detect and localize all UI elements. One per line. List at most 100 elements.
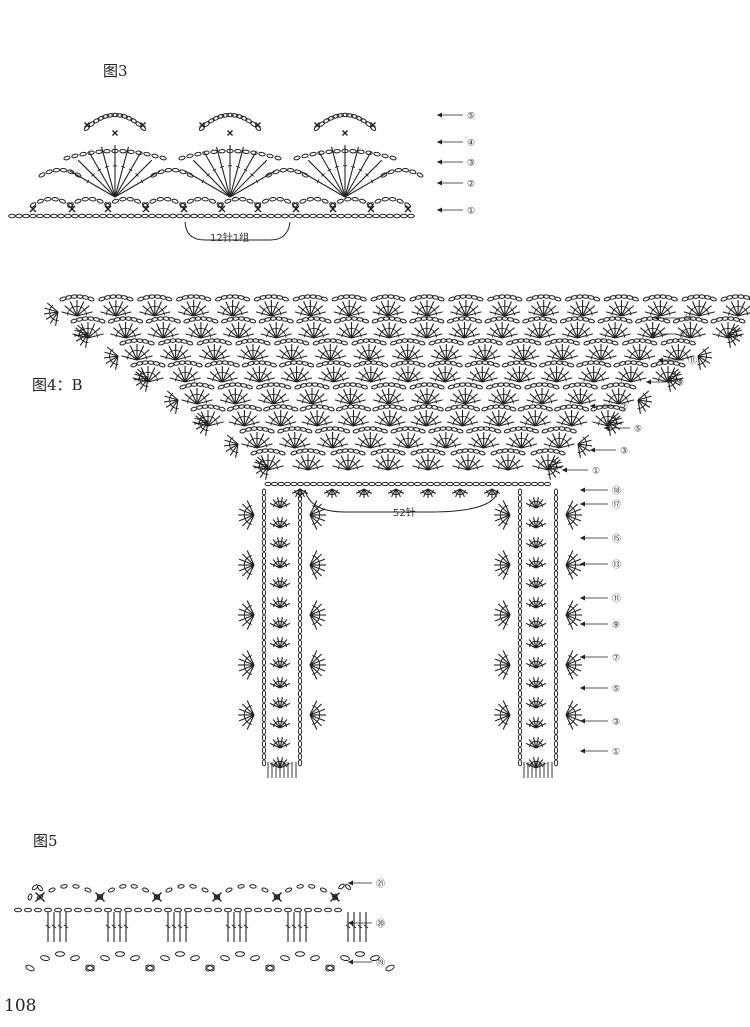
shawl-picot-arc — [562, 384, 570, 390]
double-crochet — [279, 443, 295, 449]
crossbar — [576, 306, 581, 309]
fig3-row-1-label: ⑤ — [467, 112, 475, 122]
fig5-row-1-label: ㉑ — [376, 879, 385, 890]
shawl-picot-arc — [196, 340, 204, 346]
double-crochet — [535, 662, 547, 669]
band-chain — [517, 677, 523, 685]
crossbar — [550, 372, 555, 375]
crossbar — [201, 427, 206, 431]
row2-chain-loop — [67, 202, 74, 208]
shawl-picot-arc — [455, 449, 464, 454]
crossbar — [265, 333, 268, 338]
shawl-fan — [332, 454, 364, 471]
crossbar — [154, 330, 158, 334]
double-crochet — [254, 465, 269, 469]
shawl-picot-arc — [650, 362, 658, 368]
crossbar — [537, 306, 542, 309]
shawl-fan — [276, 343, 308, 361]
row20-crossbar — [111, 924, 117, 929]
crossbar — [540, 683, 544, 688]
double-crochet — [337, 421, 354, 427]
crossbar — [693, 306, 698, 309]
double-crochet — [261, 393, 275, 405]
double-crochet — [75, 333, 89, 342]
band-chain — [261, 746, 267, 754]
crossbar — [362, 350, 367, 353]
crossbar — [654, 328, 659, 331]
shawl-picot-arc — [75, 317, 84, 322]
shawl-picot-arc — [540, 405, 548, 410]
double-crochet — [276, 737, 281, 749]
crossbar — [567, 333, 570, 338]
double-crochet — [355, 488, 365, 494]
row2-chain-loop — [291, 202, 299, 208]
crossbar — [416, 377, 419, 382]
crossbar — [296, 438, 301, 441]
crossbar — [571, 569, 575, 574]
double-crochet — [426, 389, 435, 405]
crossbar — [243, 716, 247, 721]
crossbar — [168, 399, 171, 404]
shawl-picot-arc — [572, 340, 580, 346]
shawl-picot-arc — [355, 383, 363, 388]
double-crochet — [150, 327, 164, 339]
crossbar — [501, 569, 505, 574]
double-crochet — [279, 617, 284, 629]
double-crochet — [527, 327, 541, 339]
crossbar — [608, 399, 611, 404]
shawl-picot-arc — [630, 360, 638, 365]
shawl-fan — [488, 387, 520, 405]
double-crochet — [136, 368, 149, 379]
shawl-picot-arc — [272, 382, 281, 387]
crossbar — [245, 606, 249, 611]
double-crochet — [347, 459, 361, 471]
fig3-row-2-arrowhead — [437, 139, 442, 145]
double-crochet — [295, 488, 301, 498]
shawl-picot-arc — [113, 317, 121, 322]
double-crochet — [525, 702, 537, 709]
band-chain — [297, 589, 303, 597]
crossbar — [470, 421, 473, 426]
shawl-picot-arc — [633, 338, 641, 343]
shawl-picot-arc — [399, 318, 407, 324]
band-chain — [297, 683, 303, 691]
row3-chain-loop — [52, 167, 61, 173]
fig4-side-row-1-arrowhead — [580, 487, 585, 493]
double-crochet — [164, 399, 179, 403]
crossbar — [153, 374, 157, 378]
row19-chain-arc — [295, 951, 305, 957]
row20-chain — [174, 907, 182, 913]
double-crochet — [263, 327, 277, 339]
crossbar — [732, 326, 737, 331]
row20-chain — [74, 907, 82, 913]
shawl-picot-arc — [541, 428, 549, 434]
double-crochet — [380, 455, 389, 471]
crossbar — [323, 440, 327, 444]
shawl-fan — [392, 431, 424, 449]
double-crochet — [562, 355, 578, 361]
double-crochet — [259, 377, 276, 383]
double-crochet — [279, 659, 288, 669]
shawl-picot-arc — [495, 316, 503, 321]
band-chain — [517, 564, 523, 572]
single-crochet — [370, 122, 376, 128]
double-crochet — [229, 151, 257, 198]
double-crochet — [639, 355, 656, 361]
shawl-fan — [178, 299, 210, 317]
crossbar — [415, 421, 418, 426]
shawl-picot-arc — [137, 296, 145, 302]
crossbar — [573, 559, 577, 564]
shawl-picot-arc — [683, 316, 692, 321]
double-crochet — [699, 311, 715, 317]
shawl-picot-arc — [582, 406, 590, 412]
neck-chain — [407, 481, 415, 487]
crossbar — [169, 402, 173, 407]
shawl-picot-arc — [458, 382, 467, 387]
shawl-fan — [526, 388, 558, 405]
crossbar — [258, 352, 262, 356]
double-crochet — [482, 377, 498, 383]
shawl-picot-arc — [243, 404, 251, 409]
double-crochet — [502, 614, 511, 630]
double-crochet — [238, 658, 255, 666]
crossbar — [195, 306, 200, 309]
